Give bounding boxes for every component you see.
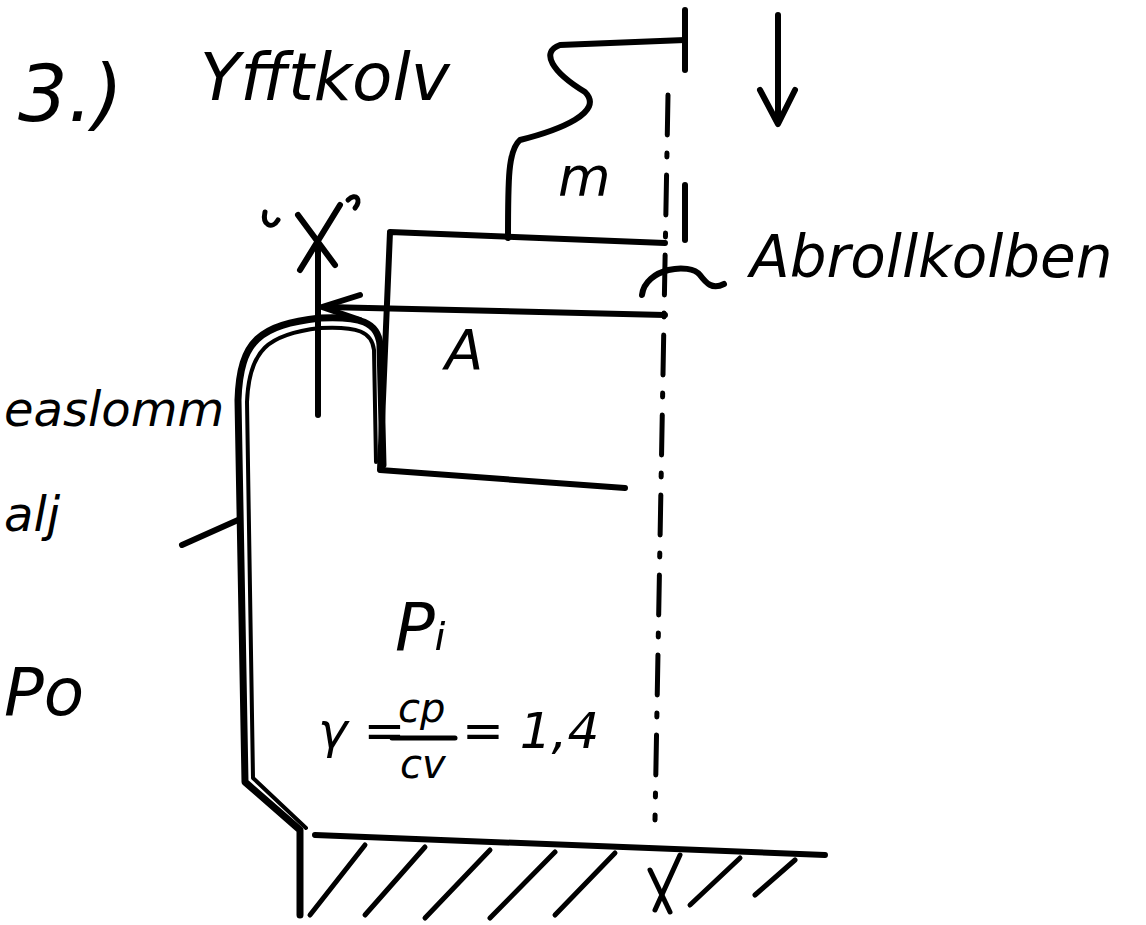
- title-text: Yfftkolv: [200, 45, 450, 111]
- area-label: A: [445, 322, 483, 378]
- pressure-label: Pᵢ: [395, 595, 447, 661]
- part-name: alj: [4, 490, 60, 538]
- problem-number: 3.): [18, 55, 123, 133]
- valve-stem: [315, 240, 321, 415]
- mass-label: m: [558, 150, 611, 204]
- valve-mark: [348, 197, 358, 208]
- valve-mark: [264, 212, 278, 225]
- piston: [380, 232, 665, 488]
- valve-cross: [300, 205, 340, 270]
- membrane: [238, 318, 383, 915]
- arrow-head: [760, 90, 795, 124]
- rolling-piston-mark: [642, 268, 724, 295]
- part-name: easlomm: [4, 385, 224, 433]
- pressure-label: Po: [4, 660, 84, 726]
- rod-line: [682, 185, 688, 240]
- area-arrow: [325, 307, 665, 315]
- part-name: Abrollkolben: [750, 228, 1113, 286]
- force-arrow: [775, 15, 781, 122]
- ground-hatch: [310, 845, 795, 918]
- ground-line: [315, 835, 825, 855]
- formula-text: cp: [398, 688, 445, 728]
- formula-text: = 1,4: [462, 706, 599, 756]
- formula-text: γ =: [318, 706, 405, 756]
- center-line: [655, 95, 668, 820]
- mass-bracket: [508, 40, 685, 238]
- formula-text: cv: [400, 744, 446, 784]
- leader-line: [182, 520, 238, 545]
